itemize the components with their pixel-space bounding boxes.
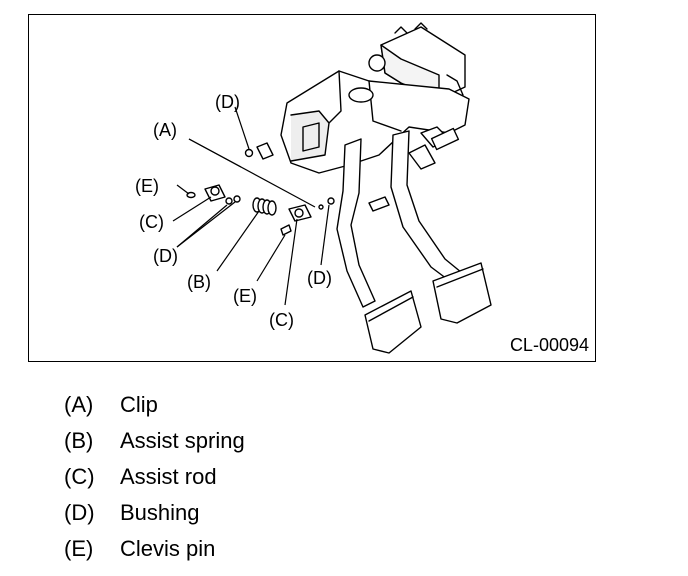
housing-opening [348,87,374,103]
leader-lines [172,106,330,306]
legend-key: (B) [64,428,94,453]
pedal-assembly-figure: (A) (D) (E) (C) (D) (B) (E) (C) (D) CL-0… [28,14,596,362]
brake-pedal-pad [364,290,422,354]
legend-key: (E) [64,536,94,561]
callout-c-left: (C) [139,212,164,232]
pedal-assembly-drawing [172,22,492,354]
legend-label: Assist rod [120,464,217,489]
legend-label: Clevis pin [120,536,216,561]
legend-label: Assist spring [120,428,245,453]
legend-key: (C) [64,464,95,489]
callout-b: (B) [187,272,211,292]
legend-key: (A) [64,392,94,417]
clutch-pedal-pad [432,262,492,324]
legend-label: Clip [120,392,158,417]
callout-e-left: (E) [135,176,159,196]
figure-code: CL-00094 [509,335,589,355]
callout-e-bottom: (E) [233,286,257,306]
bushing-right-2 [318,204,324,210]
bushing-left-1 [225,197,233,205]
assist-spring [252,197,277,216]
callout-c-bottom: (C) [269,310,294,330]
callout-d-left: (D) [153,246,178,266]
callout-d-top: (D) [215,92,240,112]
legend-key: (D) [64,500,95,525]
bushing-left-2 [233,195,241,203]
brake-pedal-arm [336,138,376,308]
callout-a: (A) [153,120,177,140]
bracket-hole [368,54,386,72]
bushing-right [327,197,335,205]
mounting-bracket-face [380,44,440,100]
clevis-pin-bottom [280,224,292,236]
legend-label: Bushing [120,500,200,525]
bushing-top [244,148,254,158]
callout-d-right: (D) [307,268,332,288]
